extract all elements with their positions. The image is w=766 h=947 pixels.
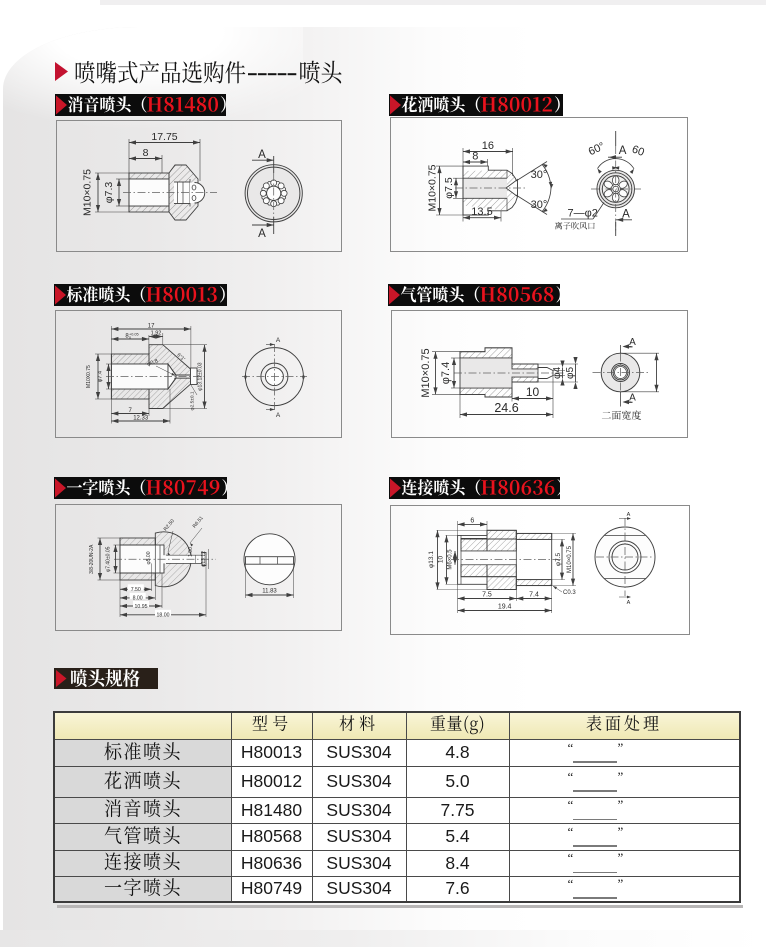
svg-text:M10X0.75: M10X0.75	[86, 365, 92, 388]
svg-text:φ13.1: φ13.1	[428, 551, 435, 568]
svg-text:φ7.40±0.05: φ7.40±0.05	[106, 546, 112, 572]
svg-text:0: 0	[129, 336, 131, 340]
svg-text:A: A	[629, 393, 636, 404]
svg-text:6°1′: 6°1′	[176, 352, 186, 362]
svg-text:φ2.5±0.1: φ2.5±0.1	[190, 391, 196, 410]
svg-text:A: A	[258, 228, 266, 240]
svg-text:φ0.8: φ0.8	[146, 358, 159, 367]
svg-text:6: 6	[470, 518, 474, 525]
svg-text:φ: φ	[244, 375, 248, 381]
svg-text:7.4: 7.4	[529, 592, 539, 599]
svg-text:7—φ2: 7—φ2	[568, 208, 598, 220]
svg-text:A: A	[276, 337, 281, 344]
svg-text:R6.51: R6.51	[192, 515, 205, 529]
svg-text:1.92: 1.92	[151, 331, 162, 337]
svg-text:8: 8	[472, 151, 478, 163]
svg-text:φ7.4: φ7.4	[440, 362, 452, 384]
svg-text:7: 7	[129, 408, 133, 414]
svg-text:φ7.4: φ7.4	[98, 371, 104, 382]
svg-text:φ7.5: φ7.5	[443, 177, 455, 199]
svg-text:8.00: 8.00	[133, 596, 143, 602]
svg-text:+0.05: +0.05	[129, 333, 139, 337]
svg-text:A: A	[629, 337, 636, 348]
svg-text:M6×0.5: M6×0.5	[448, 549, 454, 570]
svg-text:11.83: 11.83	[262, 589, 277, 595]
svg-text:8: 8	[125, 334, 129, 340]
svg-text:10: 10	[526, 385, 540, 399]
svg-text:φ7.3: φ7.3	[103, 182, 115, 204]
svg-text:3/8-20UN-2A: 3/8-20UN-2A	[89, 544, 95, 574]
svg-text:A: A	[619, 145, 627, 157]
svg-text:R2.50: R2.50	[163, 518, 176, 532]
svg-text:A: A	[627, 600, 631, 606]
svg-text:19.4: 19.4	[498, 604, 512, 611]
svg-text:M10×0.75: M10×0.75	[427, 164, 439, 211]
svg-text:φ13.12: φ13.12	[201, 551, 207, 567]
svg-text:A: A	[627, 512, 631, 518]
svg-text:13.5: 13.5	[471, 206, 492, 218]
svg-text:A: A	[276, 412, 281, 419]
svg-text:φ5.00: φ5.00	[146, 551, 152, 564]
svg-text:18.00: 18.00	[157, 613, 170, 619]
svg-text:φ7.5: φ7.5	[555, 552, 562, 566]
svg-text:24.6: 24.6	[494, 401, 518, 415]
svg-text:17: 17	[148, 324, 155, 330]
svg-text:60°: 60°	[587, 140, 607, 158]
svg-text:16: 16	[482, 140, 494, 152]
svg-text:30°: 30°	[531, 169, 548, 181]
svg-text:φ: φ	[302, 375, 306, 381]
svg-text:17.75: 17.75	[151, 131, 177, 143]
svg-text:φ4: φ4	[552, 367, 563, 379]
svg-text:1.00: 1.00	[188, 547, 194, 557]
svg-text:10: 10	[438, 556, 445, 564]
svg-text:10.95: 10.95	[135, 604, 148, 610]
svg-text:C0.3: C0.3	[563, 590, 576, 596]
svg-text:8: 8	[143, 147, 149, 159]
svg-text:φ13.12±0.03: φ13.12±0.03	[198, 362, 204, 390]
svg-text:M10×0.75: M10×0.75	[567, 545, 573, 573]
svg-text:φ5: φ5	[565, 367, 576, 379]
svg-text:30°: 30°	[531, 199, 548, 211]
svg-text:7.5: 7.5	[482, 592, 492, 599]
svg-text:M10×0.75: M10×0.75	[82, 169, 94, 216]
svg-text:60: 60	[630, 143, 646, 158]
svg-text:M10×0.75: M10×0.75	[420, 348, 432, 397]
svg-text:7.50: 7.50	[131, 587, 141, 593]
svg-text:A: A	[622, 209, 630, 221]
svg-text:12.33: 12.33	[133, 416, 149, 422]
svg-text:A: A	[258, 149, 266, 161]
